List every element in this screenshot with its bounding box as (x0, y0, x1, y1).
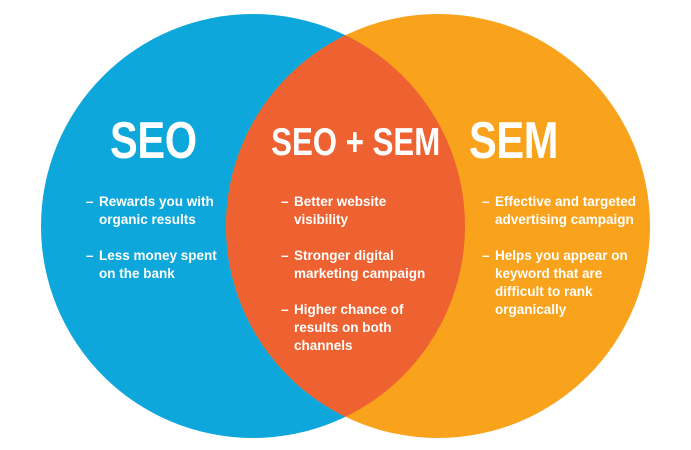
list-item: – Better website visibility (281, 193, 444, 229)
list-item: – Higher chance of results on both chann… (281, 301, 444, 355)
bullet-dash: – (482, 194, 490, 209)
bullet-dash: – (86, 248, 94, 263)
bullet-dash: – (281, 302, 289, 317)
bullet-dash: – (281, 248, 289, 263)
bullet-text: Better website visibility (294, 194, 387, 227)
overlap-region (226, 14, 465, 438)
bullet-dash: – (482, 248, 490, 263)
overlap-bullet-list: – Better website visibility – Stronger d… (281, 193, 444, 355)
list-item: – Stronger digital marketing campaign (281, 247, 444, 283)
overlap-title-text: SEO + SEM (271, 121, 441, 164)
overlap-title: SEO + SEM (250, 123, 450, 162)
sem-title: SEM (469, 115, 580, 167)
bullet-dash: – (281, 194, 289, 209)
list-item: – Less money spent on the bank (86, 247, 234, 283)
list-item: – Effective and targeted advertising cam… (482, 193, 654, 229)
bullet-text: Higher chance of results on both channel… (294, 302, 404, 353)
bullet-text: Effective and targeted advertising campa… (495, 194, 637, 227)
sem-title-text: SEM (469, 112, 558, 170)
bullet-text: Stronger digital marketing campaign (294, 248, 426, 281)
bullet-dash: – (86, 194, 94, 209)
seo-title: SEO (110, 115, 218, 167)
sem-bullet-list: – Effective and targeted advertising cam… (482, 193, 654, 319)
bullet-text: Helps you appear on keyword that are dif… (495, 248, 628, 317)
list-item: – Helps you appear on keyword that are d… (482, 247, 654, 319)
bullet-text: Rewards you with organic results (99, 194, 214, 227)
bullet-text: Less money spent on the bank (99, 248, 217, 281)
seo-title-text: SEO (110, 112, 197, 170)
list-item: – Rewards you with organic results (86, 193, 234, 229)
seo-bullet-list: – Rewards you with organic results – Les… (86, 193, 234, 283)
